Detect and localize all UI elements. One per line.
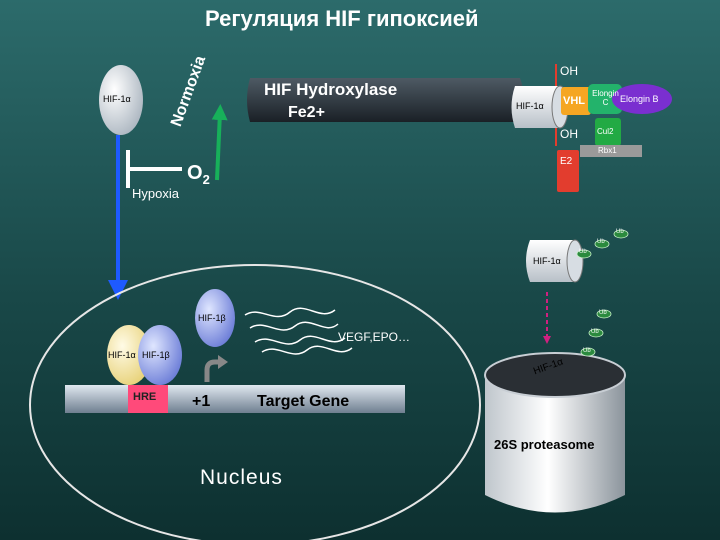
ub-prot-3: Ub	[599, 310, 607, 316]
rbx1-label: Rbx1	[598, 146, 617, 155]
hypoxia-label: Hypoxia	[132, 186, 179, 201]
ub-prot-1: Ub	[583, 348, 591, 354]
ub-mid-2: Ub	[597, 239, 605, 245]
vhl-label: VHL	[563, 95, 585, 107]
hre-label: HRE	[133, 391, 156, 403]
mrna-label: VEGF,EPO…	[338, 330, 410, 344]
hif-alpha-label-complex: HIF-1α	[516, 101, 544, 111]
oxygen-label: O2	[187, 162, 210, 187]
oh-top-label: OH	[560, 64, 578, 78]
normoxia-arrow	[217, 112, 220, 180]
ub-mid-1: Ub	[579, 249, 587, 255]
elongin-c-label: Elongin C	[589, 89, 622, 107]
cul2-label: Cul2	[597, 127, 613, 136]
plus1-label: +1	[192, 393, 210, 411]
slide-title: Регуляция HIF гипоксией	[205, 6, 479, 32]
hif-alpha-label-top: HIF-1α	[103, 94, 131, 104]
mrna-strands	[245, 308, 352, 354]
fe2-label: Fe2+	[288, 104, 325, 122]
ub-prot-2: Ub	[591, 329, 599, 335]
dna-bar	[65, 385, 405, 413]
e2-label: E2	[560, 156, 572, 167]
hif-alpha-label-ub: HIF-1α	[533, 256, 561, 266]
transcription-arrowhead	[218, 355, 228, 369]
hif-alpha-ub-tube-end	[567, 240, 583, 282]
hydroxylase-label: HIF Hydroxylase	[264, 80, 397, 100]
hif-alpha-label-dimer: HIF-1α	[108, 350, 136, 360]
o-subscript: 2	[203, 172, 210, 187]
nucleus-label: Nucleus	[200, 466, 283, 490]
hif-beta-label-free: HIF-1β	[198, 313, 226, 323]
oh-bottom-label: OH	[560, 127, 578, 141]
target-gene-label: Target Gene	[257, 393, 349, 411]
o-symbol: O	[187, 162, 203, 184]
elongin-b-label: Elongin B	[620, 94, 659, 104]
proteasome-label: 26S proteasome	[494, 437, 594, 452]
hif-beta-label-dimer: HIF-1β	[142, 350, 170, 360]
ub-mid-3: Ub	[616, 229, 624, 235]
